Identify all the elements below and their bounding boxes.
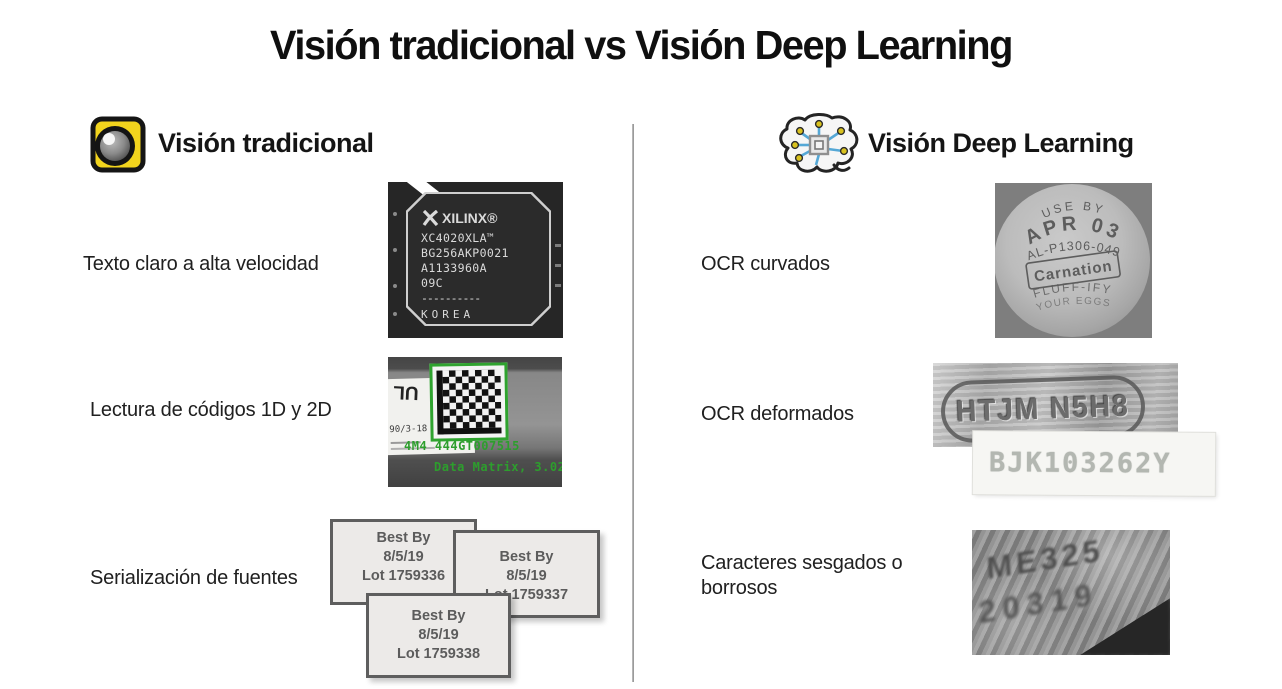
left-column-header: Visión tradicional (158, 128, 374, 158)
xilinx-logo-icon (422, 210, 439, 226)
best-by-line: Best By (376, 530, 431, 546)
chip-pin (555, 264, 561, 267)
chip-dash-line: ---------- (421, 291, 481, 305)
dot-matrix-label-image: BJK103262Y (972, 431, 1216, 496)
left-item-label-1: Texto claro a alta velocidad (83, 253, 319, 275)
datamatrix-image: UL 90/3-18 4M4 444GT007515 Data Matrix, … (388, 357, 562, 487)
chip-pin (555, 244, 561, 247)
column-divider (632, 124, 634, 682)
page-title: Visión tradicional vs Visión Deep Learni… (270, 22, 1013, 68)
chip-pin (555, 284, 561, 287)
right-item-label-3: Caracteres sesgados o borrosos (701, 552, 903, 599)
best-by-line: Best By (499, 549, 554, 565)
datamatrix-code (429, 362, 509, 442)
datamatrix-cells (436, 369, 502, 435)
chip-pin (393, 212, 397, 216)
best-by-line: 8/5/19 (418, 627, 459, 643)
chip-origin: KOREA (421, 308, 475, 321)
xilinx-chip-image: XILINX® XC4020XLA™ BG256AKP0021 A1133960… (388, 182, 563, 338)
chip-pin (393, 284, 397, 288)
best-by-line: Lot 1759338 (396, 646, 481, 662)
chip-pin (393, 312, 397, 316)
best-by-line: 8/5/19 (506, 568, 547, 584)
dot-matrix-text: BJK103262Y (988, 447, 1172, 480)
stamped-text: HTJM N5H8 (955, 388, 1131, 429)
can-bottom (995, 184, 1150, 337)
chip-line: XC4020XLA™ (421, 231, 495, 245)
best-by-label-3: Best By 8/5/19 Lot 1759338 (366, 593, 511, 678)
decode-caption-text: Data Matrix, 3.02 (434, 460, 562, 474)
blurry-cast-image: ME325 20319 (972, 530, 1170, 655)
right-column-header: Visión Deep Learning (868, 128, 1134, 158)
chip-line: 09C (421, 276, 443, 290)
left-item-label-3: Serialización de fuentes (90, 567, 298, 589)
left-item-label-2: Lectura de códigos 1D y 2D (90, 399, 332, 421)
chip-line: A1133960A (421, 261, 487, 275)
camera-icon (90, 116, 146, 173)
best-by-line: Best By (411, 608, 466, 624)
curved-ocr-image: USE BY APR 03 AL-P1306-049 Carnation FLU… (995, 183, 1152, 338)
ul-logo: UL (392, 381, 420, 404)
chip-pin (393, 248, 397, 252)
brain-circuit-icon (772, 112, 864, 180)
best-by-line: Lot 1759336 (361, 568, 446, 584)
chip-line: BG256AKP0021 (421, 246, 509, 260)
can-print-text: USE BY APR 03 AL-P1306-049 Carnation FLU… (1021, 199, 1121, 314)
right-item-label-2: OCR deformados (701, 403, 854, 425)
chip-brand-text: XILINX® (442, 210, 498, 226)
right-item-label-1: OCR curvados (701, 253, 830, 275)
label-small-text: 90/3-18 (389, 424, 428, 436)
chip-body: XILINX® XC4020XLA™ BG256AKP0021 A1133960… (406, 192, 551, 326)
svg-text:YOUR EGGS: YOUR EGGS (1035, 296, 1112, 314)
best-by-line: 8/5/19 (383, 549, 424, 565)
xilinx-brand-row: XILINX® (421, 210, 509, 226)
decoded-serial-text: 4M4 444GT007515 (404, 439, 520, 453)
